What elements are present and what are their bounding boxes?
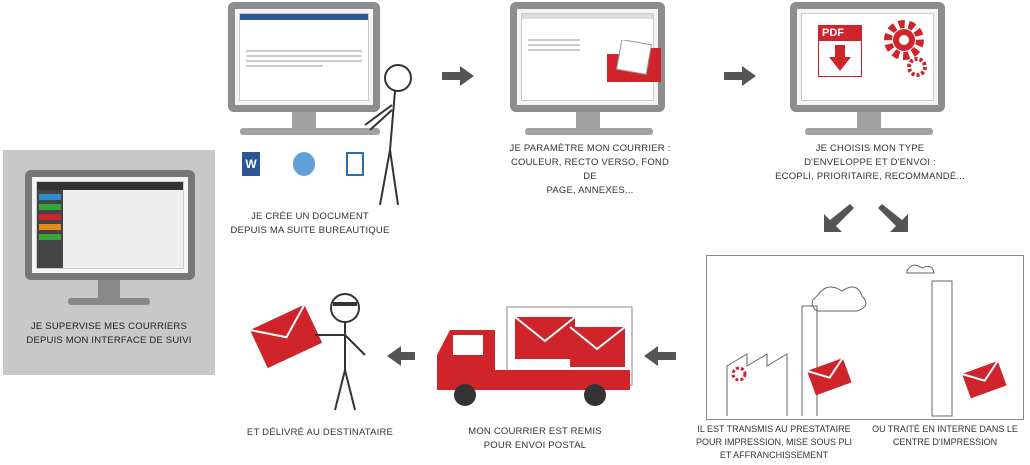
gear-icon [907,57,927,77]
supervise-caption: JE SUPERVISE MES COURRIERS DEPUIS MON IN… [26,321,192,346]
download-arrow-icon [829,45,851,71]
supervise-panel: JE SUPERVISE MES COURRIERS DEPUIS MON IN… [3,150,215,375]
writer-icon [346,152,364,176]
pdf-icon: PDF [818,25,862,77]
recipient-figure [249,293,366,411]
document-icon [293,152,315,176]
monitor-create [228,2,380,112]
word-icon: W [242,152,260,176]
stick-figure-typing [364,64,412,206]
arrow-left-icon [644,346,676,366]
arrow-down-left-icon [824,204,854,232]
delivery-truck [437,306,633,406]
monitor [25,170,195,280]
postal-caption: MON COURRIER EST REMIS POUR ENVOI POSTAL [468,426,602,451]
configure-caption: JE PARAMÈTRE MON COURRIER : COULEUR, REC… [509,143,671,196]
delivered-caption: ET DÉLIVRÉ AU DESTINATAIRE [246,427,394,438]
pdf-label: PDF [819,26,861,41]
internal-caption: OU TRAITÉ EN INTERNE DANS LE CENTRE D'IM… [872,424,1018,447]
gear-icon [884,20,924,60]
provider-caption: IL EST TRANSMIS AU PRESTATAIRE POUR IMPR… [695,424,853,460]
arrow-right-icon [724,66,756,86]
factory-illustration [726,264,1007,417]
create-caption: JE CRÉE UN DOCUMENT DEPUIS MA SUITE BURE… [230,211,390,236]
folder-icon [607,40,661,82]
arrow-left-icon [387,346,415,366]
arrow-right-icon [442,66,474,86]
arrow-down-right-icon [878,204,908,232]
print-scene [706,255,1024,420]
choose-caption: JE CHOISIS MON TYPE D'ENVELOPPE ET D'ENV… [775,143,965,182]
